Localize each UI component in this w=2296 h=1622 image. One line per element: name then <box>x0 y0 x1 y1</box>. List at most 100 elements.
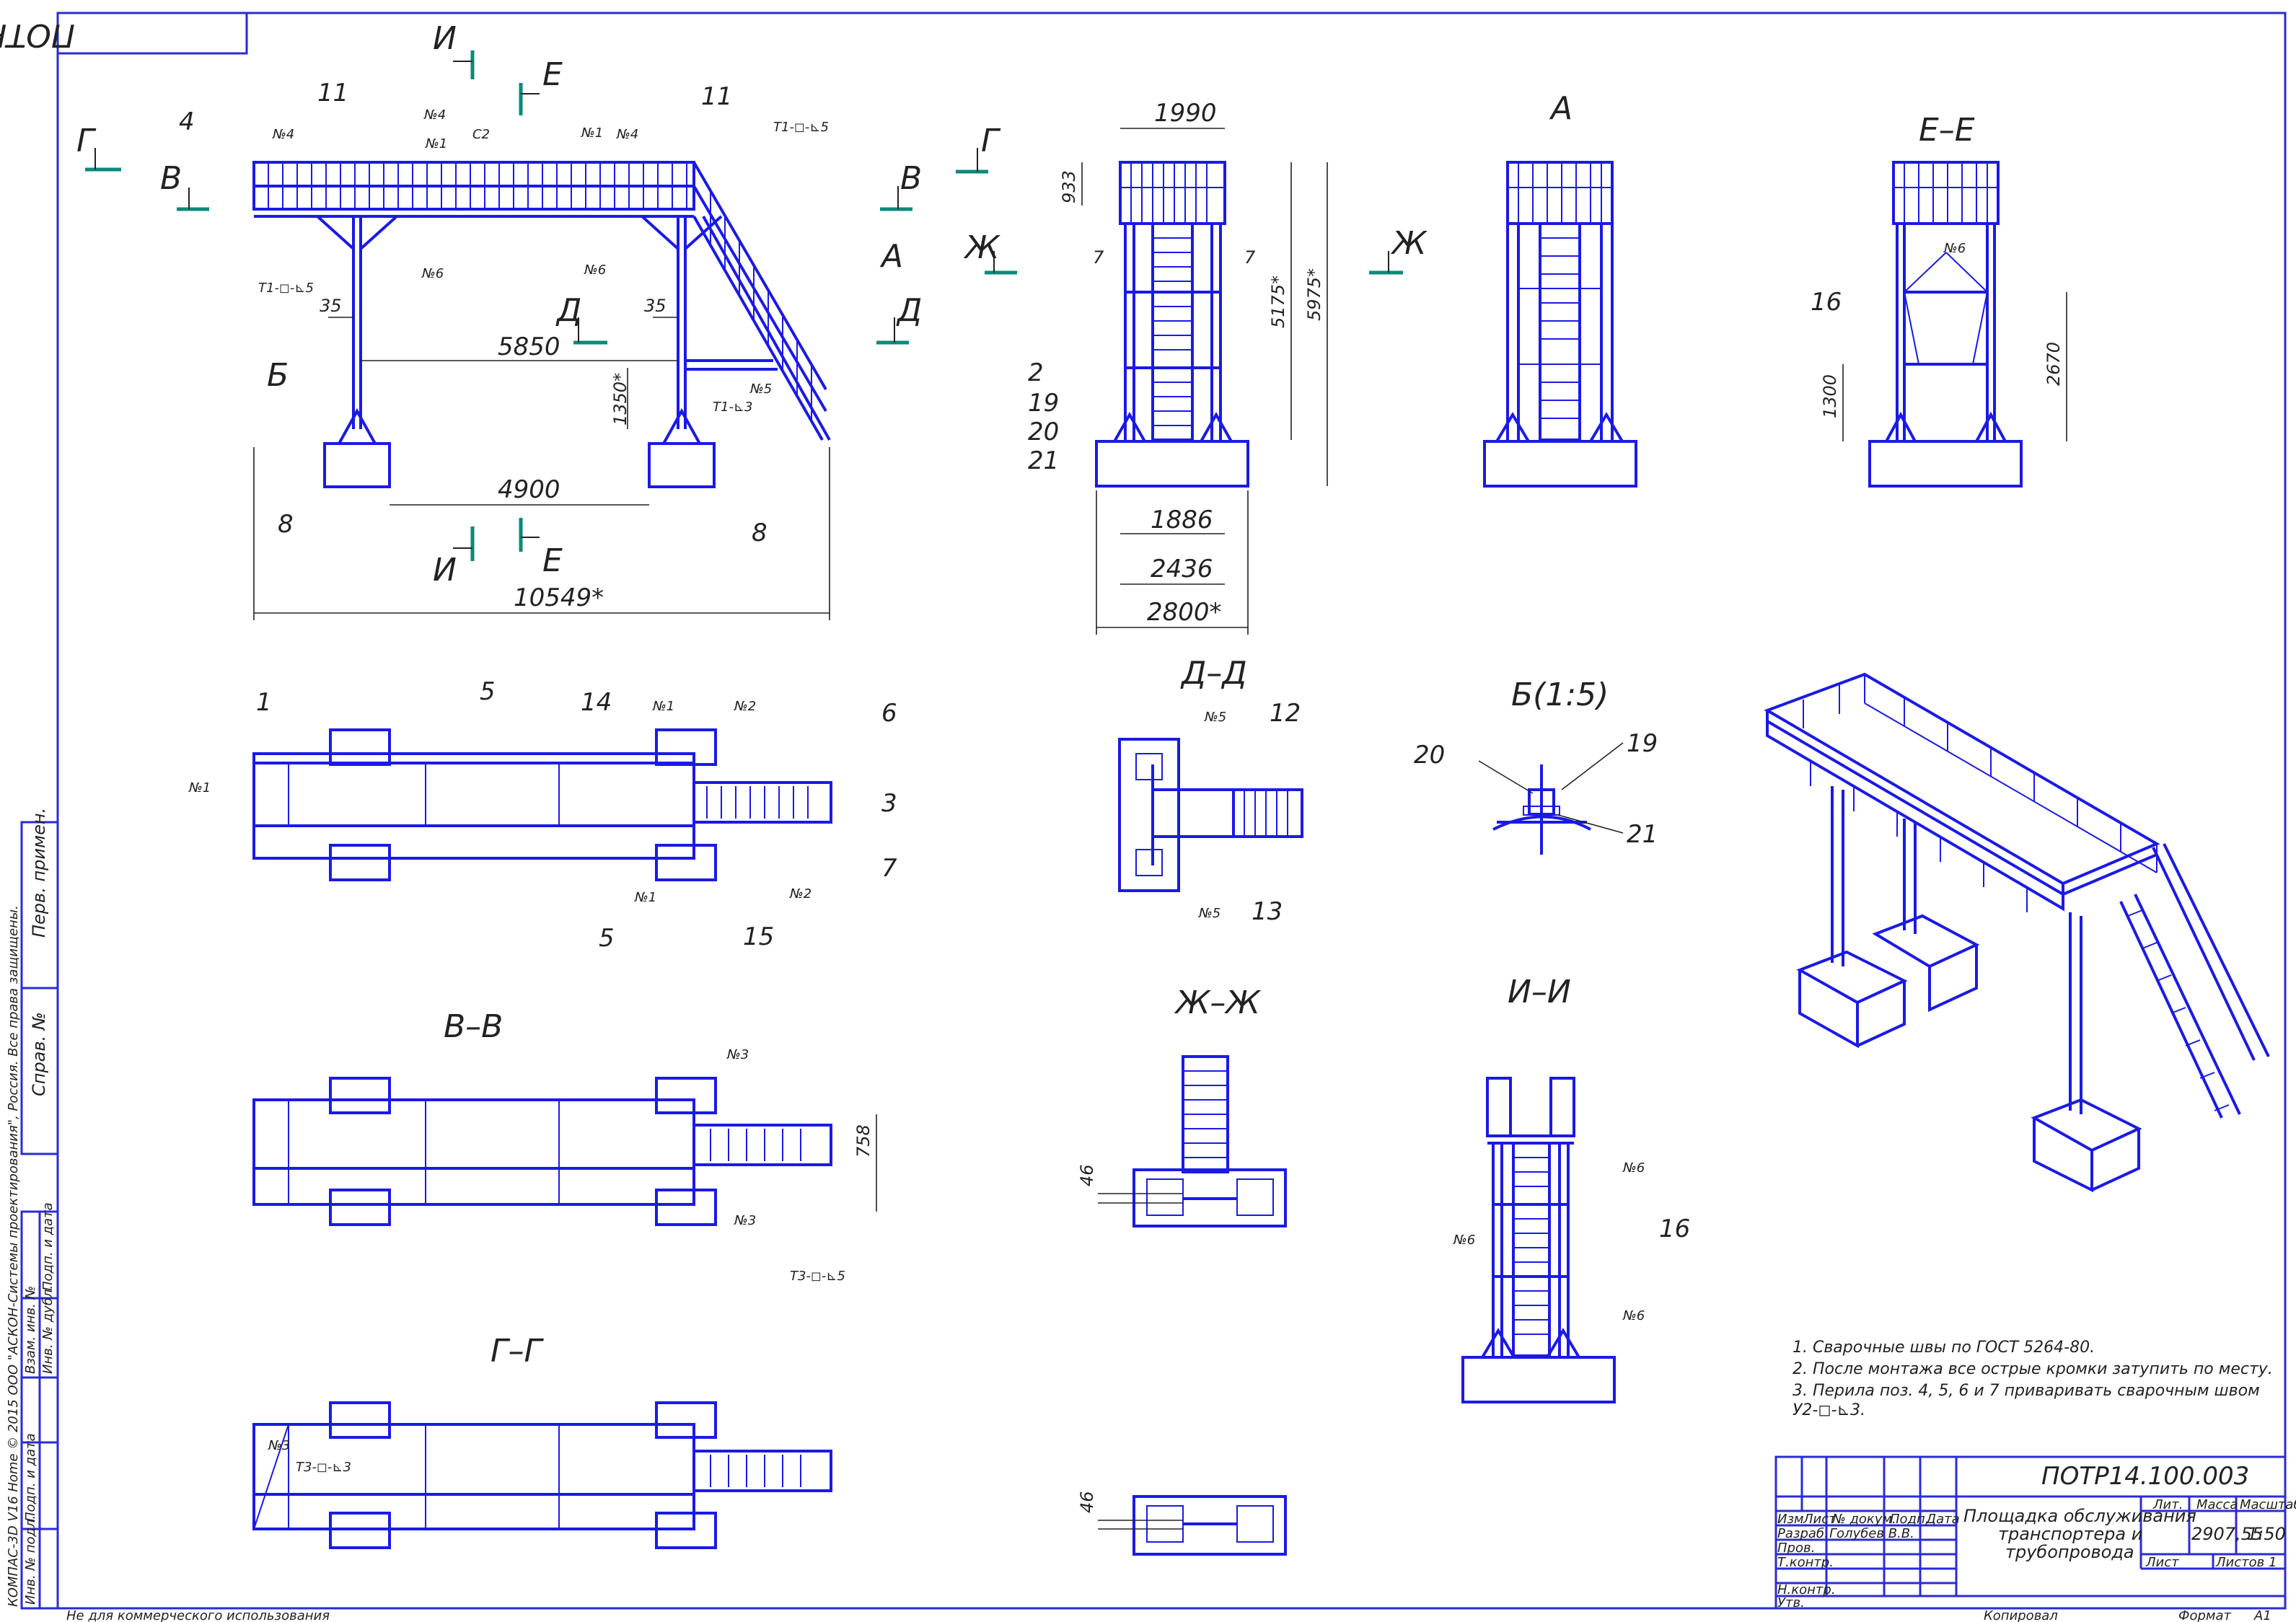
dim-1350: 1350* <box>610 373 630 426</box>
title-line-3: трубопровода <box>2005 1542 2134 1562</box>
view-title-EE: Е–Е <box>1919 112 1975 149</box>
mark-Zh-right: Ж <box>1390 225 1428 262</box>
weld-c2: С2 <box>472 127 490 142</box>
weld-n6-II-c: №6 <box>1622 1308 1645 1323</box>
pos-16-II: 16 <box>1659 1215 1690 1243</box>
weld-n4-b: №4 <box>423 107 446 123</box>
dim-46-a: 46 <box>1077 1164 1097 1186</box>
section-GG <box>252 1401 832 1549</box>
weld-n1-b: №1 <box>581 125 603 141</box>
section-DD <box>1118 738 1303 892</box>
dim-35-right: 35 <box>644 296 667 316</box>
weld-n5-DD-b: №5 <box>1198 906 1220 921</box>
weld-n3-VV-b: №3 <box>734 1213 756 1228</box>
mark-I-top: И <box>433 20 457 57</box>
weld-n4-a: №4 <box>272 127 294 142</box>
tb-lit-label: Лит. <box>2152 1497 2183 1512</box>
pos-5-top: 5 <box>480 677 496 706</box>
weld-t3-3: Т3-◻-⊾3 <box>296 1460 351 1475</box>
mark-E-top: Е <box>542 56 563 93</box>
weld-t3-5: Т3-◻-⊾5 <box>790 1269 845 1284</box>
dim-46-b: 46 <box>1077 1491 1097 1513</box>
pos-21-detail: 21 <box>1627 820 1658 849</box>
tb-mass-label: Масса <box>2196 1497 2238 1512</box>
dim-7-right: 7 <box>1244 247 1256 268</box>
note-1: 1. Сварочные швы по ГОСТ 5264-80. <box>1793 1339 2095 1357</box>
pos-15: 15 <box>743 922 774 951</box>
tb-role-razrab: Разраб. <box>1777 1526 1829 1541</box>
weld-n1-plan-b: №1 <box>652 699 674 714</box>
tb-developer: Голубев В.В. <box>1829 1526 1914 1541</box>
view-title-DD: Д–Д <box>1180 655 1247 692</box>
pos-13: 13 <box>1252 897 1283 926</box>
view-title-B15: Б(1:5) <box>1511 676 1609 713</box>
pos-6: 6 <box>881 699 897 728</box>
dim-1886: 1886 <box>1151 506 1213 534</box>
tb-scale: 1:50 <box>2247 1524 2286 1544</box>
tb-format: А1 <box>2253 1608 2271 1622</box>
pos-7: 7 <box>881 854 897 883</box>
sheet-frame <box>20 12 2287 1610</box>
tb-podp: Подп. <box>1890 1512 1929 1527</box>
tb-role-utv: Утв. <box>1777 1595 1805 1610</box>
title-line-1: Площадка обслуживания <box>1963 1506 2196 1526</box>
plan-view <box>252 728 832 881</box>
view-title-A: А <box>1549 90 1573 127</box>
dim-1300: 1300 <box>1820 374 1840 418</box>
tb-izm: Изм <box>1777 1512 1804 1527</box>
mark-G-left: Г <box>76 123 97 159</box>
tb-sheets: 1 <box>2269 1555 2277 1570</box>
pos-14: 14 <box>581 688 612 717</box>
tb-role-tkontr: Т.контр. <box>1777 1555 1834 1570</box>
weld-n2-plan-a: №2 <box>734 699 756 714</box>
weld-n2-plan-b: №2 <box>789 886 811 902</box>
mark-D-mid: Д <box>555 292 581 329</box>
tb-sheets-label: Листов <box>2215 1555 2264 1570</box>
pos-2: 2 <box>1028 358 1044 387</box>
pos-20-detail: 20 <box>1414 741 1445 770</box>
dim-5175: 5175* <box>1268 276 1288 328</box>
view-title-II: И–И <box>1508 974 1571 1010</box>
title-line-2: транспортера и <box>1998 1524 2142 1544</box>
dim-2436: 2436 <box>1151 555 1213 583</box>
isometric-view <box>1764 672 2270 1193</box>
pos-21: 21 <box>1028 446 1059 475</box>
section-VV <box>252 1077 877 1226</box>
pos-8-right: 8 <box>752 519 767 547</box>
pos-11-right: 11 <box>701 82 732 111</box>
pos-8-left: 8 <box>278 510 294 539</box>
title-block-code: ПОТР14.100.003 <box>2041 1462 2249 1491</box>
title-block <box>1774 1455 2287 1610</box>
weld-n6-EE: №6 <box>1943 241 1966 256</box>
mark-I-bottom: И <box>433 552 457 589</box>
footer-notice: Не для коммерческого использования <box>66 1608 330 1622</box>
view-A <box>1483 161 1637 488</box>
note-2: 2. После монтажа все острые кромки затуп… <box>1793 1360 2273 1378</box>
dim-933: 933 <box>1059 170 1079 203</box>
dim-5850: 5850 <box>498 332 560 361</box>
tb-doc: № докум. <box>1831 1512 1896 1527</box>
pos-19: 19 <box>1028 389 1059 418</box>
pos-16-EE: 16 <box>1811 288 1842 317</box>
dim-5975: 5975* <box>1304 268 1324 321</box>
mark-V-right: В <box>900 160 922 197</box>
dim-2800: 2800* <box>1147 598 1222 627</box>
tb-scale-label: Масштаб <box>2240 1497 2296 1512</box>
weld-t1-3: Т1-⊾3 <box>713 400 752 415</box>
weld-n1-plan-a: №1 <box>188 780 211 795</box>
tb-format-label: Формат <box>2178 1608 2232 1622</box>
pos-4: 4 <box>179 107 195 136</box>
weld-t1-5-b: Т1-◻-⊾5 <box>258 281 314 296</box>
strip-software-note: КОМПАС-3D V16 Home © 2015 ООО "АСКОН-Сис… <box>6 905 21 1607</box>
dim-35-left: 35 <box>320 296 342 316</box>
weld-n6-II-b: №6 <box>1453 1233 1475 1248</box>
mark-E-bottom: Е <box>542 542 563 579</box>
strip-podp-data2: Подп. и дата <box>23 1433 38 1522</box>
weld-n1-a: №1 <box>425 136 447 151</box>
view-title-ZhZh: Ж–Ж <box>1174 984 1261 1021</box>
section-II <box>1461 1077 1616 1403</box>
tb-sheet-label: Лист <box>2145 1555 2179 1570</box>
weld-n6-b: №6 <box>584 263 606 278</box>
pos-11-left: 11 <box>317 79 348 107</box>
